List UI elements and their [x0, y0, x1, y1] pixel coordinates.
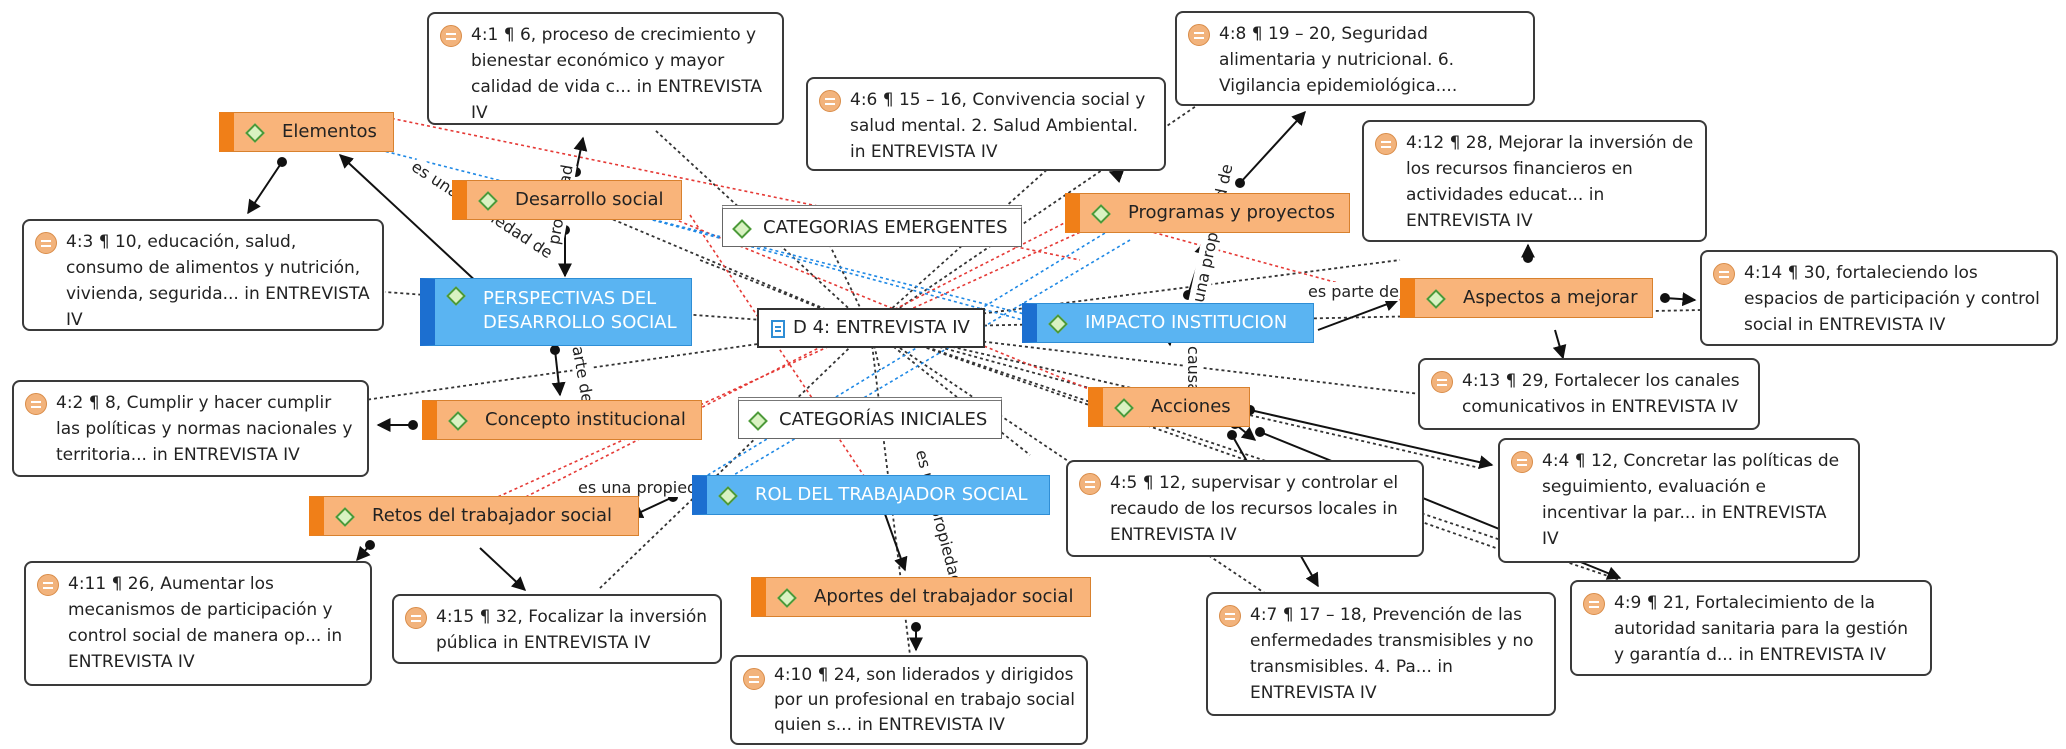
code-label: Aspectos a mejorar — [1463, 287, 1638, 308]
quotation-text: 4:14 ¶ 30, fortaleciendo los espacios de… — [1744, 263, 2040, 335]
quotation-4-8[interactable]: 4:8 ¶ 19 – 20, Seguridad alimentaria y n… — [1175, 11, 1535, 106]
code-rol-trabajador-social[interactable]: ROL DEL TRABAJADOR SOCIAL — [692, 475, 1050, 515]
code-label: Desarrollo social — [515, 189, 664, 210]
group-categorias-iniciales[interactable]: CATEGORÍAS INICIALES — [738, 397, 1002, 439]
code-label: Programas y proyectos — [1128, 202, 1335, 223]
quotation-icon — [37, 574, 59, 596]
quotation-icon — [743, 668, 765, 690]
group-label: CATEGORIAS EMERGENTES — [763, 217, 1008, 238]
quotation-4-7[interactable]: 4:7 ¶ 17 – 18, Prevención de las enferme… — [1206, 592, 1556, 716]
quotation-4-5[interactable]: 4:5 ¶ 12, supervisar y controlar el reca… — [1066, 460, 1424, 557]
quotation-icon — [1219, 605, 1241, 627]
quotation-icon — [405, 607, 427, 629]
edge-label: causa — [1183, 346, 1203, 393]
document-label: D 4: ENTREVISTA IV — [793, 317, 970, 338]
code-impacto-institucion[interactable]: IMPACTO INSTITUCION — [1022, 303, 1314, 343]
code-label: Acciones — [1151, 396, 1231, 417]
quotation-4-11[interactable]: 4:11 ¶ 26, Aumentar los mecanismos de pa… — [24, 561, 372, 686]
diamond-icon — [777, 588, 797, 608]
code-label: Aportes del trabajador social — [814, 586, 1074, 607]
quotation-4-12[interactable]: 4:12 ¶ 28, Mejorar la inversión de los r… — [1362, 120, 1707, 242]
quotation-text: 4:5 ¶ 12, supervisar y controlar el reca… — [1110, 473, 1399, 545]
code-desarrollo-social[interactable]: Desarrollo social — [452, 180, 682, 220]
quotation-icon — [35, 232, 57, 254]
quotation-icon — [25, 393, 47, 415]
quotation-icon — [1583, 593, 1605, 615]
quotation-icon — [1431, 371, 1453, 393]
code-label: Retos del trabajador social — [372, 505, 613, 526]
code-perspectivas-desarrollo-social[interactable]: PERSPECTIVAS DEL DESARROLLO SOCIAL — [420, 278, 692, 346]
quotation-4-15[interactable]: 4:15 ¶ 32, Focalizar la inversión públic… — [392, 594, 722, 664]
quotation-4-13[interactable]: 4:13 ¶ 29, Fortalecer los canales comuni… — [1418, 358, 1760, 430]
quotation-4-3[interactable]: 4:3 ¶ 10, educación, salud, consumo de a… — [22, 219, 384, 331]
code-label-line2: DESARROLLO SOCIAL — [483, 312, 677, 333]
quotation-4-1[interactable]: 4:1 ¶ 6, proceso de crecimiento y bienes… — [427, 12, 784, 125]
code-elementos[interactable]: Elementos — [219, 112, 394, 152]
quotation-text: 4:11 ¶ 26, Aumentar los mecanismos de pa… — [68, 574, 343, 672]
diamond-icon — [1091, 204, 1111, 224]
document-node[interactable]: D 4: ENTREVISTA IV — [757, 308, 985, 348]
quotation-4-9[interactable]: 4:9 ¶ 21, Fortalecimiento de la autorida… — [1570, 580, 1932, 676]
quotation-icon — [440, 25, 462, 47]
code-programas-proyectos[interactable]: Programas y proyectos — [1065, 193, 1350, 233]
code-acciones[interactable]: Acciones — [1088, 387, 1250, 427]
diamond-icon — [1048, 314, 1068, 334]
quotation-icon — [1188, 24, 1210, 46]
code-aportes-trabajador-social[interactable]: Aportes del trabajador social — [751, 577, 1091, 617]
quotation-text: 4:8 ¶ 19 – 20, Seguridad alimentaria y n… — [1219, 24, 1458, 96]
diamond-icon — [748, 411, 768, 431]
diamond-icon — [732, 219, 752, 239]
quotation-text: 4:13 ¶ 29, Fortalecer los canales comuni… — [1462, 371, 1740, 417]
code-label: IMPACTO INSTITUCION — [1085, 312, 1288, 333]
diamond-icon — [245, 123, 265, 143]
quotation-text: 4:9 ¶ 21, Fortalecimiento de la autorida… — [1614, 593, 1908, 665]
diamond-icon — [1114, 398, 1134, 418]
quotation-text: 4:3 ¶ 10, educación, salud, consumo de a… — [66, 232, 370, 330]
quotation-icon — [819, 90, 841, 112]
diamond-icon — [448, 411, 468, 431]
quotation-text: 4:2 ¶ 8, Cumplir y hacer cumplir las pol… — [56, 393, 353, 465]
code-concepto-institucional[interactable]: Concepto institucional — [422, 400, 702, 440]
code-label: Concepto institucional — [485, 409, 686, 430]
code-retos-trabajador-social[interactable]: Retos del trabajador social — [309, 496, 639, 536]
quotation-text: 4:4 ¶ 12, Concretar las políticas de seg… — [1542, 451, 1840, 549]
diamond-icon — [478, 191, 498, 211]
quotation-4-14[interactable]: 4:14 ¶ 30, fortaleciendo los espacios de… — [1700, 250, 2058, 346]
diamond-icon — [1426, 289, 1446, 309]
quotation-4-10[interactable]: 4:10 ¶ 24, son liderados y dirigidos por… — [730, 655, 1088, 745]
group-categorias-emergentes[interactable]: CATEGORIAS EMERGENTES — [722, 205, 1022, 247]
diamond-icon — [718, 486, 738, 506]
group-label: CATEGORÍAS INICIALES — [779, 409, 988, 430]
quotation-4-2[interactable]: 4:2 ¶ 8, Cumplir y hacer cumplir las pol… — [12, 380, 369, 477]
quotation-text: 4:12 ¶ 28, Mejorar la inversión de los r… — [1406, 133, 1694, 231]
quotation-text: 4:1 ¶ 6, proceso de crecimiento y bienes… — [471, 25, 763, 123]
quotation-4-6[interactable]: 4:6 ¶ 15 – 16, Convivencia social y salu… — [806, 77, 1166, 171]
quotation-4-4[interactable]: 4:4 ¶ 12, Concretar las políticas de seg… — [1498, 438, 1860, 563]
quotation-icon — [1511, 451, 1533, 473]
diamond-icon — [446, 286, 466, 306]
code-label: ROL DEL TRABAJADOR SOCIAL — [755, 484, 1028, 505]
quotation-icon — [1713, 263, 1735, 285]
quotation-text: 4:10 ¶ 24, son liderados y dirigidos por… — [774, 665, 1076, 735]
diamond-icon — [335, 507, 355, 527]
quotation-text: 4:7 ¶ 17 – 18, Prevención de las enferme… — [1250, 605, 1534, 703]
code-aspectos-mejorar[interactable]: Aspectos a mejorar — [1400, 278, 1653, 318]
code-label: Elementos — [282, 121, 377, 142]
edge-label: es parte de — [1308, 282, 1400, 301]
quotation-text: 4:6 ¶ 15 – 16, Convivencia social y salu… — [850, 90, 1146, 162]
quotation-icon — [1375, 133, 1397, 155]
document-icon — [771, 320, 785, 338]
code-label-line1: PERSPECTIVAS DEL — [483, 288, 657, 309]
quotation-icon — [1079, 473, 1101, 495]
quotation-text: 4:15 ¶ 32, Focalizar la inversión públic… — [436, 607, 708, 653]
